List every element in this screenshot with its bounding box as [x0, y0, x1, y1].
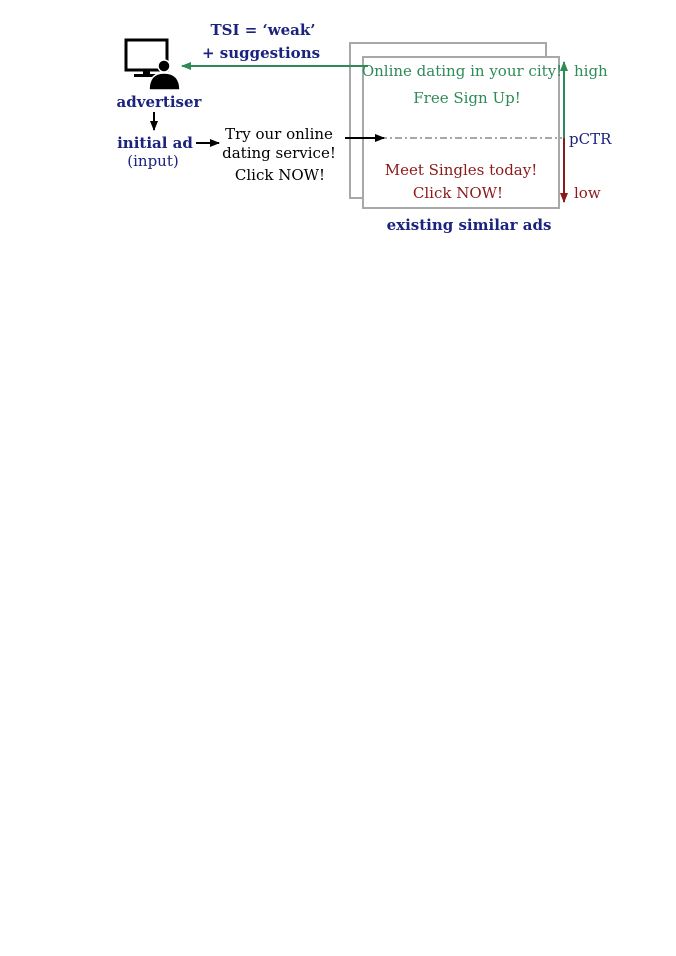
pctr-axis-label: pCTR: [569, 130, 612, 148]
pctr-high-label: high: [574, 62, 608, 80]
high-pctr-ad-line2: Free Sign Up!: [413, 89, 520, 107]
existing-ads-front-box: [362, 56, 560, 209]
high-pctr-ad-line1: Online dating in your city!: [362, 62, 562, 80]
initial-ad-label: initial ad: [117, 134, 193, 152]
tsi-label: TSI = ‘weak’: [210, 21, 315, 39]
existing-similar-ads-label: existing similar ads: [387, 216, 552, 234]
initial-ad-sublabel: (input): [127, 152, 178, 170]
input-ad-text-line2: dating service!: [222, 144, 336, 162]
suggestions-label: + suggestions: [202, 44, 320, 62]
input-ad-text-line3: Click NOW!: [235, 166, 325, 184]
low-pctr-ad-line1: Meet Singles today!: [385, 161, 538, 179]
low-pctr-ad-line2: Click NOW!: [413, 184, 503, 202]
input-ad-text-line1: Try our online: [225, 125, 333, 143]
pctr-low-label: low: [574, 184, 601, 202]
advertiser-computer-user-icon: [124, 38, 181, 91]
advertiser-label: advertiser: [117, 93, 203, 111]
